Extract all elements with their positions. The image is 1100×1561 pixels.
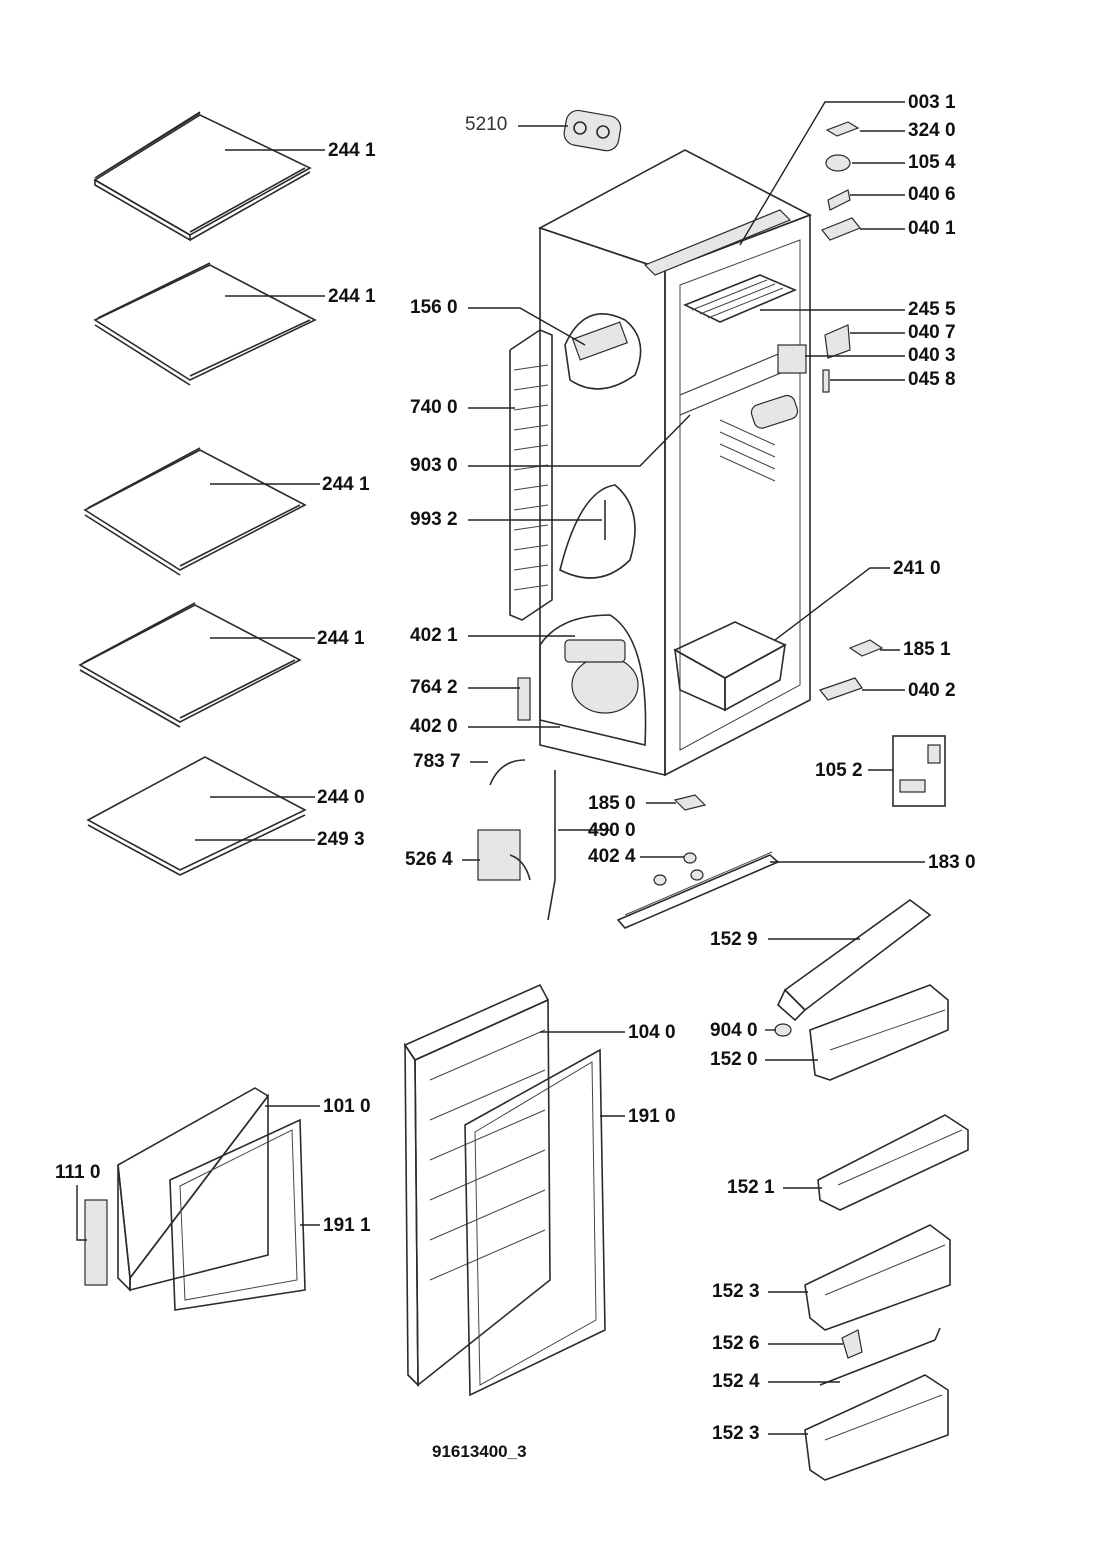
part-label-0458[interactable]: 045 8 [908, 369, 956, 390]
part-label-1911[interactable]: 191 1 [323, 1215, 371, 1236]
part-label-0031[interactable]: 003 1 [908, 92, 956, 113]
part-label-5264[interactable]: 526 4 [405, 849, 453, 870]
part-label-2455[interactable]: 245 5 [908, 299, 956, 320]
part-label-1910[interactable]: 191 0 [628, 1106, 676, 1127]
part-label-2441-b[interactable]: 244 1 [328, 286, 376, 307]
part-label-7837[interactable]: 783 7 [413, 751, 461, 772]
fridge-cabinet [537, 149, 812, 777]
glass-shelf-2 [93, 262, 317, 386]
part-label-2441-a[interactable]: 244 1 [328, 140, 376, 161]
part-label-2440[interactable]: 244 0 [317, 787, 365, 808]
part-label-2493[interactable]: 249 3 [317, 829, 365, 850]
part-label-1520[interactable]: 152 0 [710, 1049, 758, 1070]
part-label-1830[interactable]: 183 0 [928, 852, 976, 873]
part-label-1850[interactable]: 185 0 [588, 793, 636, 814]
cables-and-relay [477, 677, 556, 921]
part-label-1851[interactable]: 185 1 [903, 639, 951, 660]
part-label-0402[interactable]: 040 2 [908, 680, 956, 701]
diagram-reference-code: 91613400_3 [432, 1442, 527, 1461]
freezer-door [84, 1087, 306, 1311]
leader-lines [76, 101, 925, 1435]
glass-shelf-4 [78, 602, 302, 728]
compressor-callout [539, 614, 647, 747]
glass-shelf-3 [83, 447, 307, 576]
part-label-1524[interactable]: 152 4 [712, 1371, 760, 1392]
part-label-0401[interactable]: 040 1 [908, 218, 956, 239]
part-label-1052[interactable]: 105 2 [815, 760, 863, 781]
ice-tray-callout [564, 313, 642, 390]
part-label-1526[interactable]: 152 6 [712, 1333, 760, 1354]
part-label-1529[interactable]: 152 9 [710, 929, 758, 950]
part-label-4024[interactable]: 402 4 [588, 846, 636, 867]
part-label-9040[interactable]: 904 0 [710, 1020, 758, 1041]
part-label-4021[interactable]: 402 1 [410, 625, 458, 646]
part-label-0403[interactable]: 040 3 [908, 345, 956, 366]
part-label-1110[interactable]: 111 0 [55, 1162, 101, 1183]
part-label-1010[interactable]: 101 0 [323, 1096, 371, 1117]
hardware-parts [616, 121, 946, 929]
part-label-1560[interactable]: 156 0 [410, 297, 458, 318]
part-label-4900[interactable]: 490 0 [588, 820, 636, 841]
part-label-0407[interactable]: 040 7 [908, 322, 956, 343]
glass-shelf-1 [93, 111, 312, 242]
part-label-3240[interactable]: 324 0 [908, 120, 956, 141]
part-label-4020[interactable]: 402 0 [410, 716, 458, 737]
thermostat-unit [563, 109, 622, 152]
part-label-2441-d[interactable]: 244 1 [317, 628, 365, 649]
part-label-9932[interactable]: 993 2 [410, 509, 458, 530]
part-label-5210[interactable]: 5210 [465, 114, 508, 135]
door-balconies [774, 899, 969, 1481]
part-label-1040[interactable]: 104 0 [628, 1022, 676, 1043]
part-label-9030[interactable]: 903 0 [410, 455, 458, 476]
part-label-1054[interactable]: 105 4 [908, 152, 956, 173]
condenser-coil [509, 329, 553, 621]
lamp-callout [559, 484, 636, 579]
part-label-2410[interactable]: 241 0 [893, 558, 941, 579]
part-label-2441-c[interactable]: 244 1 [322, 474, 370, 495]
part-label-7642[interactable]: 764 2 [410, 677, 458, 698]
fridge-door [403, 983, 606, 1397]
glass-shelf-crisper-cover [86, 756, 307, 876]
part-label-7400[interactable]: 740 0 [410, 397, 458, 418]
part-label-1521[interactable]: 152 1 [727, 1177, 775, 1198]
part-label-0406[interactable]: 040 6 [908, 184, 956, 205]
part-label-1523-a[interactable]: 152 3 [712, 1281, 760, 1302]
part-label-1523-b[interactable]: 152 3 [712, 1423, 760, 1444]
